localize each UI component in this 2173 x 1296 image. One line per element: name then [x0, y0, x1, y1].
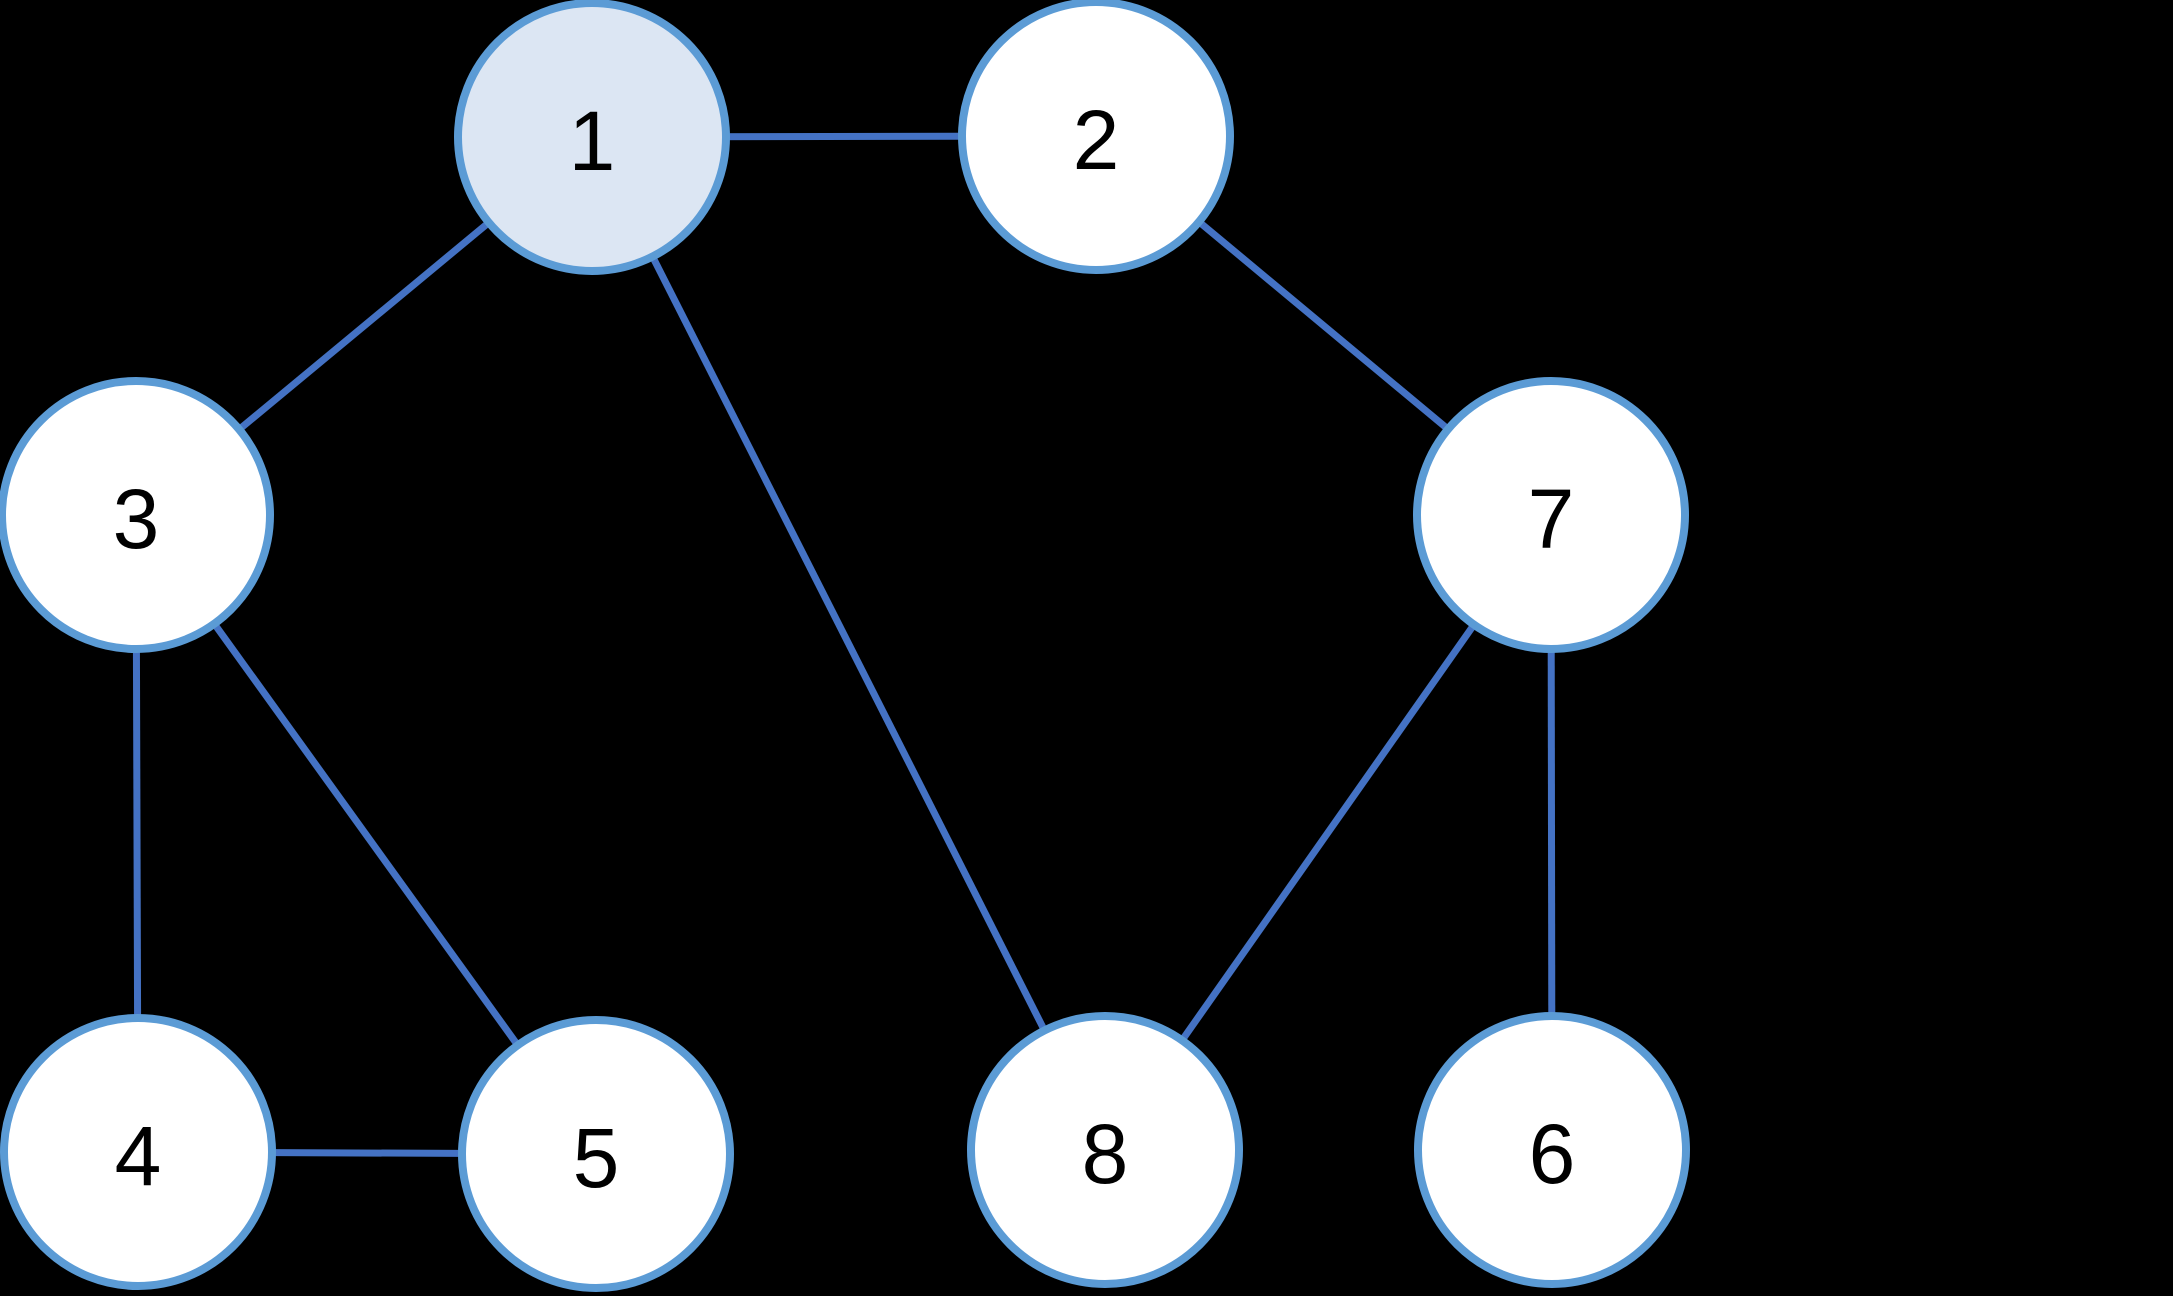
node-2-circle[interactable]: [958, 0, 1234, 274]
node-3[interactable]: 3: [0, 377, 274, 653]
node-2[interactable]: 2: [958, 0, 1234, 274]
node-4[interactable]: 4: [0, 1014, 276, 1290]
node-4-circle[interactable]: [0, 1014, 276, 1290]
node-8[interactable]: 8: [967, 1012, 1243, 1288]
node-3-circle[interactable]: [0, 377, 274, 653]
node-8-circle[interactable]: [967, 1012, 1243, 1288]
node-7-circle[interactable]: [1413, 377, 1689, 653]
node-5[interactable]: 5: [458, 1016, 734, 1292]
edge-1-8: [588, 135, 1109, 1152]
node-6[interactable]: 6: [1414, 1012, 1690, 1288]
node-7[interactable]: 7: [1413, 377, 1689, 653]
node-5-circle[interactable]: [458, 1016, 734, 1292]
node-6-circle[interactable]: [1414, 1012, 1690, 1288]
node-1-circle[interactable]: [454, 0, 730, 275]
node-1[interactable]: 1: [454, 0, 730, 275]
